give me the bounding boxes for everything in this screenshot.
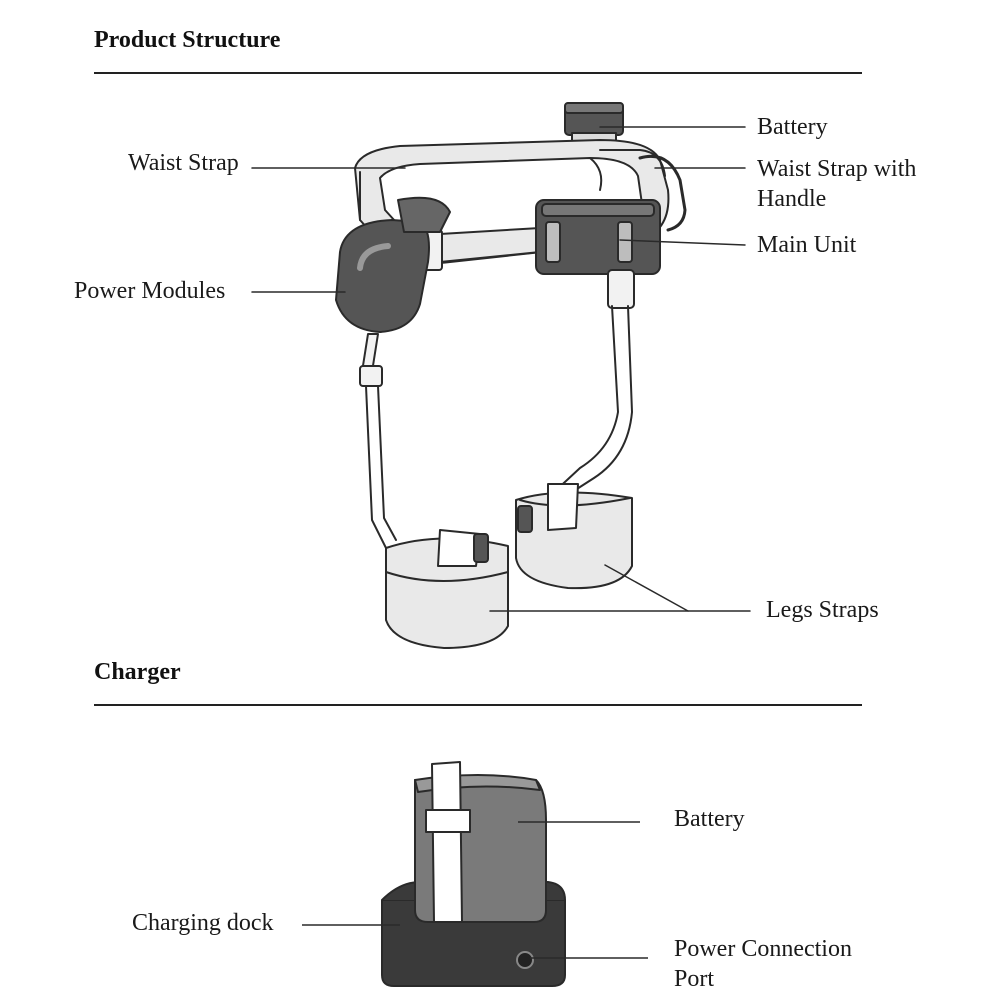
label-power-port-line2: Port	[674, 966, 715, 992]
section-heading-charger: Charger	[94, 659, 181, 685]
right-leg-rod	[551, 269, 635, 497]
section-divider	[94, 72, 862, 74]
charger-illustration	[302, 761, 648, 987]
left-leg-rod	[359, 333, 399, 553]
callout-main-unit	[619, 239, 746, 246]
section-divider-charger	[94, 704, 862, 706]
label-legs-straps: Legs Straps	[766, 597, 879, 623]
label-waist-strap-handle-line2: Handle	[757, 186, 827, 212]
left-leg-cuff	[385, 529, 509, 649]
label-waist-strap-handle-line1: Waist Strap with	[757, 156, 917, 182]
label-power-port-line1: Power Connection	[674, 936, 852, 962]
power-module-part	[335, 196, 451, 333]
handle-part	[638, 154, 687, 232]
section-heading-product-structure: Product Structure	[94, 27, 281, 53]
label-waist-strap: Waist Strap	[128, 150, 239, 176]
label-power-modules: Power Modules	[74, 278, 226, 304]
label-charging-dock: Charging dock	[132, 910, 274, 936]
label-battery: Battery	[757, 114, 828, 140]
callout-legs-straps-a	[604, 564, 689, 612]
main-unit-part	[535, 199, 661, 275]
right-leg-cuff	[515, 483, 633, 590]
label-charger-battery: Battery	[674, 806, 745, 832]
label-main-unit: Main Unit	[757, 232, 857, 258]
